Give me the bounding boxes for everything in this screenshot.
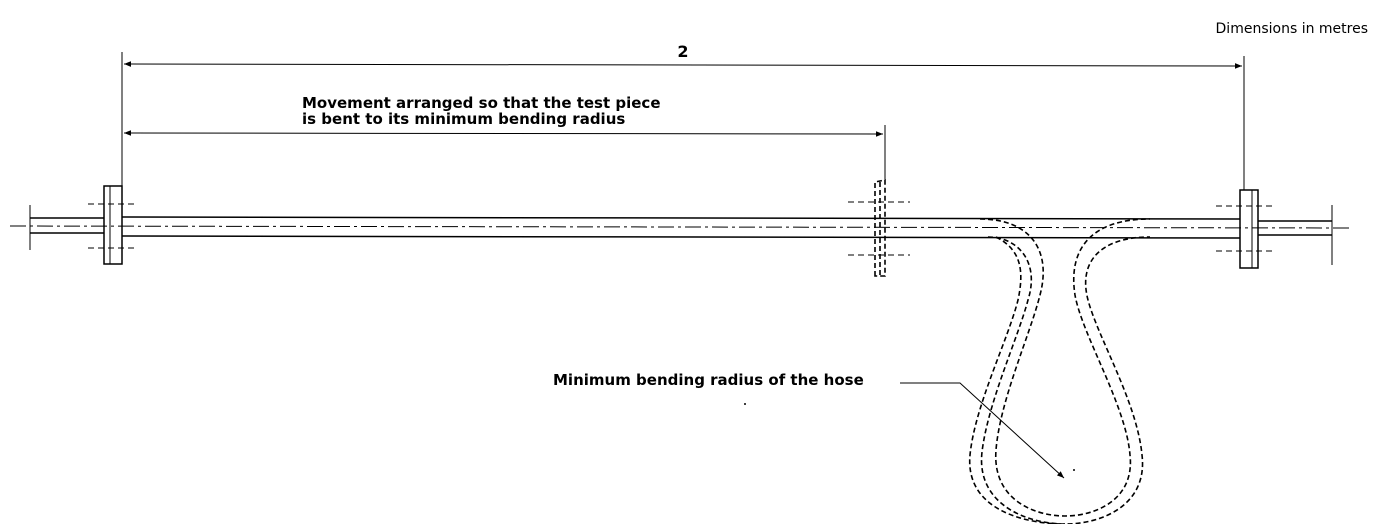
right-end-fitting bbox=[1258, 205, 1333, 265]
right-fixed-flange bbox=[1216, 189, 1274, 269]
movement-note-line-1: Movement arranged so that the test piece bbox=[302, 94, 661, 112]
overall-dimension-value: 2 bbox=[677, 42, 688, 61]
bent-hose-loop bbox=[969, 218, 1151, 524]
overall-dimension-line bbox=[123, 61, 1243, 69]
movement-dimension: Movement arranged so that the test piece… bbox=[123, 94, 886, 180]
movement-dimension-line bbox=[123, 130, 884, 137]
hose-test-piece bbox=[121, 216, 1241, 239]
units-label: Dimensions in metres bbox=[1216, 21, 1368, 37]
left-fixed-flange bbox=[88, 185, 138, 265]
speck bbox=[744, 403, 746, 405]
left-end-fitting bbox=[29, 205, 104, 250]
movable-flange bbox=[848, 179, 910, 277]
movement-note-line-2: is bent to its minimum bending radius bbox=[302, 110, 625, 128]
radius-annotation: Minimum bending radius of the hose bbox=[553, 371, 1065, 479]
speck bbox=[1073, 469, 1075, 471]
overall-dimension: 2 bbox=[121, 42, 1245, 190]
radius-leader-line bbox=[900, 382, 1065, 479]
radius-label: Minimum bending radius of the hose bbox=[553, 371, 864, 389]
center-line bbox=[9, 225, 1351, 229]
